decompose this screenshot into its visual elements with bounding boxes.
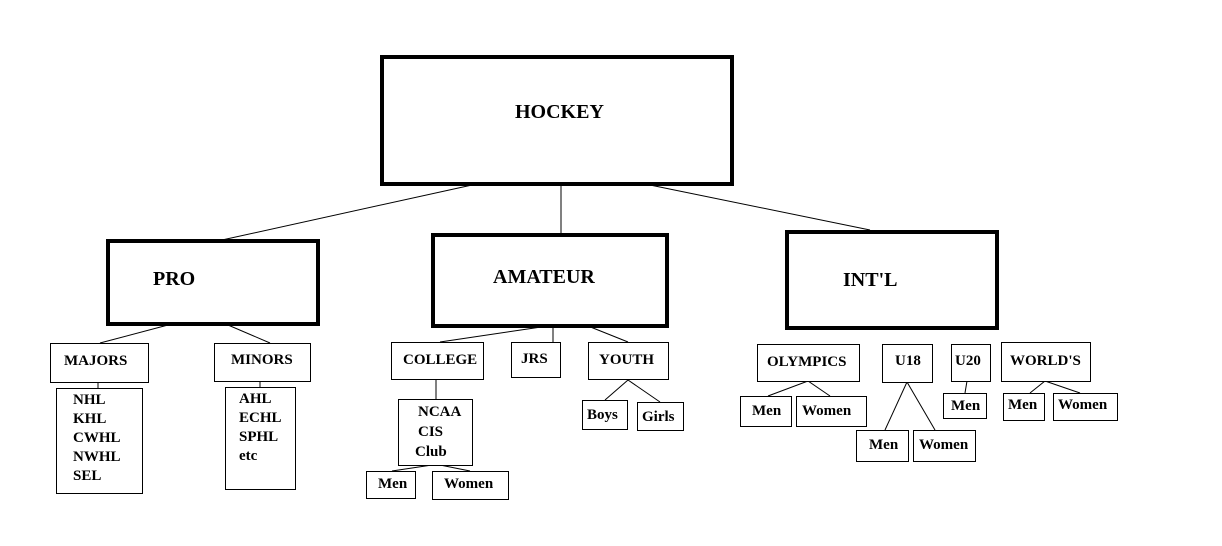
minors-box [214,343,311,382]
connector-college-men [391,464,433,472]
connector-olympics-women [807,380,831,397]
olympics-label: OLYMPICS [767,354,847,370]
olympics-women-label: Women [802,403,852,419]
majors-leagues-box [56,388,143,494]
connector-pro-majors [99,324,169,344]
jrs-box [511,342,561,378]
minors-leagues-box [225,387,296,490]
u20-box [951,344,991,382]
worlds-label: WORLD'S [1010,353,1081,369]
majors-leagues-list: NHL KHL CWHL NWHL SEL [73,391,121,486]
amateur-label: AMATEUR [493,266,595,288]
worlds-box [1001,342,1091,382]
intl-label: INT'L [843,269,898,291]
u20-men-box [943,393,987,419]
youth-label: YOUTH [599,352,655,368]
worlds-men-box [1003,393,1045,421]
minors-leagues-list: AHL ECHL SPHL etc [239,390,282,466]
college-league-cis: CIS [418,424,444,440]
majors-box [50,343,149,383]
connector-hockey-intl [649,184,871,231]
league-item: ECHL [239,410,282,426]
intl-box [785,230,999,330]
u18-label: U18 [895,353,921,369]
youth-girls-box [637,402,684,431]
league-item: SPHL [239,429,279,445]
worlds-women-box [1053,393,1118,421]
connector-college-women [439,464,471,472]
college-league-ncaa: NCAA [418,404,462,420]
college-box [391,342,484,380]
league-item: etc [239,448,258,464]
olympics-women-box [796,396,867,427]
olympics-box [757,344,860,382]
connector-youth-boys [604,379,629,401]
u20-men-label: Men [951,398,981,414]
minors-label: MINORS [231,352,293,368]
college-men-box [366,471,416,499]
connector-youth-girls [627,379,661,403]
league-item: SEL [73,468,102,484]
connector-olympics-men [767,380,809,397]
olympics-men-box [740,396,792,427]
college-women-box [432,471,509,500]
league-item: NWHL [73,449,121,465]
pro-label: PRO [153,268,196,290]
connector-amateur-youth [587,325,629,343]
u18-men-label: Men [869,437,899,453]
worlds-women-label: Women [1058,397,1108,413]
olympics-men-label: Men [752,403,782,419]
u18-men-box [856,430,909,462]
u20-label: U20 [955,353,981,369]
college-women-label: Women [444,476,494,492]
connector-worlds-women [1044,380,1081,394]
youth-box [588,342,669,380]
pro-box [106,239,320,326]
u18-women-label: Women [919,437,969,453]
hockey-label: HOCKEY [515,101,604,123]
league-item: NHL [73,392,106,408]
league-item: CWHL [73,430,121,446]
youth-boys-label: Boys [587,407,618,423]
connector-amateur-college [439,325,549,343]
college-label: COLLEGE [403,352,478,368]
league-item: KHL [73,411,107,427]
connector-u18-men [884,381,908,431]
jrs-label: JRS [521,351,548,367]
hockey-box [380,55,734,186]
connector-worlds-men [1029,380,1046,394]
amateur-box [431,233,669,328]
majors-label: MAJORS [64,353,128,369]
college-league-club: Club [415,444,447,460]
college-leagues-box [398,399,473,466]
league-item: AHL [239,391,272,407]
youth-girls-label: Girls [642,409,675,425]
college-men-label: Men [378,476,408,492]
u18-box [882,344,933,383]
u18-women-box [913,430,976,462]
connector-u20-men [964,380,968,394]
connector-u18-women [906,381,936,431]
youth-boys-box [582,400,628,430]
connector-hockey-pro [221,184,473,241]
worlds-men-label: Men [1008,397,1038,413]
connector-pro-minors [227,324,271,344]
